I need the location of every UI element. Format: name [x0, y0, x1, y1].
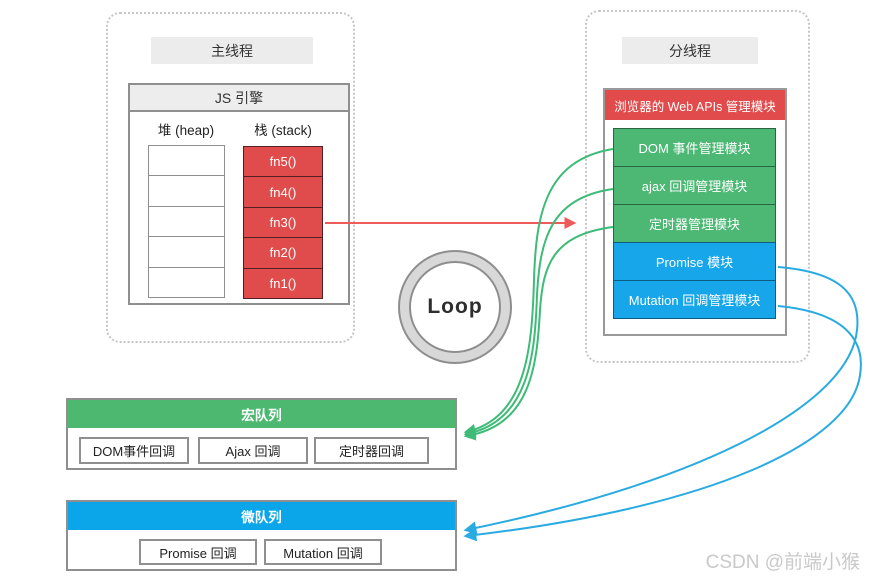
module-mutation: Mutation 回调管理模块	[613, 280, 776, 319]
macro-queue-item-dom: DOM事件回调	[79, 437, 189, 464]
call-stack: fn5() fn4() fn3() fn2() fn1()	[243, 146, 323, 300]
sub-thread-label: 分线程	[622, 37, 758, 64]
heap-cell	[149, 146, 224, 177]
main-thread-panel	[106, 12, 355, 343]
stack-label: 栈 (stack)	[254, 123, 312, 138]
event-loop-label: Loop	[409, 261, 501, 353]
macro-queue-item-ajax: Ajax 回调	[198, 437, 308, 464]
web-apis-title: 浏览器的 Web APIs 管理模块	[605, 90, 785, 120]
stack-frame: fn3()	[243, 206, 323, 239]
macro-queue-title: 宏队列	[68, 400, 455, 428]
js-engine-title: JS 引擎	[130, 85, 348, 112]
stack-frame: fn4()	[243, 176, 323, 208]
micro-queue-title: 微队列	[68, 502, 455, 530]
micro-queue-item-promise: Promise 回调	[139, 539, 257, 565]
heap-cell	[149, 237, 224, 268]
heap-label: 堆 (heap)	[157, 123, 215, 138]
main-thread-label: 主线程	[151, 37, 313, 64]
heap-box	[148, 145, 225, 298]
micro-queue: 微队列 Promise 回调 Mutation 回调	[66, 500, 457, 571]
stack-frame: fn1()	[243, 267, 323, 300]
web-apis-modules: DOM 事件管理模块 ajax 回调管理模块 定时器管理模块 Promise 模…	[613, 128, 776, 319]
module-dom-events: DOM 事件管理模块	[613, 128, 776, 167]
watermark: CSDN @前端小猴	[705, 552, 860, 573]
heap-cell	[149, 207, 224, 238]
module-promise: Promise 模块	[613, 242, 776, 281]
event-loop-ring: Loop	[398, 250, 512, 364]
stack-frame: fn5()	[243, 146, 323, 178]
module-ajax-callback: ajax 回调管理模块	[613, 166, 776, 205]
macro-queue: 宏队列 DOM事件回调 Ajax 回调 定时器回调	[66, 398, 457, 470]
micro-queue-item-mutation: Mutation 回调	[264, 539, 382, 565]
macro-queue-item-timer: 定时器回调	[314, 437, 429, 464]
stack-frame: fn2()	[243, 237, 323, 269]
module-timer: 定时器管理模块	[613, 204, 776, 243]
heap-cell	[149, 268, 224, 297]
heap-cell	[149, 176, 224, 207]
